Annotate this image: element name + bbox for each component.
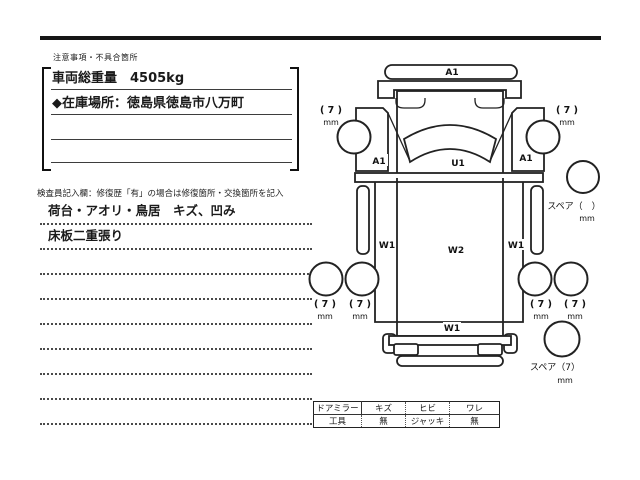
spare-bottom-label: スペア（7） xyxy=(530,362,580,373)
windshield-label: U1 xyxy=(451,159,465,169)
inspector-line: 床板二重張り xyxy=(40,225,312,250)
rear-left-outer-tread-unit: mm xyxy=(317,312,333,321)
notes-blank-row xyxy=(51,115,292,140)
rear-left-outer-tread: ( 7 ) xyxy=(314,299,336,310)
left-door-line xyxy=(387,112,410,160)
label-mask xyxy=(507,239,525,250)
front-right-tread-unit: mm xyxy=(559,118,575,127)
rear-right-inner-tread: ( 7 ) xyxy=(530,299,552,310)
inspector-line xyxy=(40,375,312,400)
label-mask xyxy=(446,244,466,255)
headboard-shape xyxy=(354,172,544,183)
front-left-tread: ( 7 ) xyxy=(320,105,342,116)
right-fender-label: A1 xyxy=(519,154,532,164)
notes-blank-row xyxy=(51,140,292,163)
table-row: ドアミラー キズ ヒビ ワレ xyxy=(314,401,500,415)
top-rule xyxy=(40,36,601,40)
inspector-line xyxy=(40,300,312,325)
rear-left-inner-wheel xyxy=(344,261,380,297)
label-mask xyxy=(517,151,535,163)
cell-door-mirror: ドアミラー xyxy=(316,404,359,414)
rear-left-inner-tread: ( 7 ) xyxy=(349,299,371,310)
cab-corner-right xyxy=(474,98,505,109)
truck-condition-diagram: A1 U1 A1 A1 W1 W1 W2 W1 xyxy=(308,64,601,385)
bed-floor-label: W2 xyxy=(448,246,464,256)
inspector-line xyxy=(40,250,312,275)
label-mask xyxy=(438,66,466,78)
windshield-shape xyxy=(402,124,498,164)
front-left-tread-unit: mm xyxy=(323,118,339,127)
rear-left-lamp xyxy=(393,343,419,356)
inspector-entries: 荷台・アオリ・鳥居 キズ、凹み 床板二重張り xyxy=(40,200,312,425)
front-left-wheel xyxy=(336,119,372,155)
spare-tire-bottom xyxy=(543,320,581,358)
rear-left-inner-tread-unit: mm xyxy=(352,312,368,321)
cell-scratch: キズ xyxy=(361,401,406,415)
spare-tire-top xyxy=(566,160,600,194)
cab-corner-left xyxy=(395,98,426,109)
rear-right-inner-wheel xyxy=(517,261,553,297)
rear-right-lamp xyxy=(477,343,503,356)
rear-right-inner-tread-unit: mm xyxy=(533,312,549,321)
label-mask xyxy=(378,239,396,250)
gross-weight-row: 車両総重量 4505kg xyxy=(51,68,292,90)
inspector-line: 荷台・アオリ・鳥居 キズ、凹み xyxy=(40,200,312,225)
tail-gate-label: W1 xyxy=(444,324,460,334)
inspector-line xyxy=(40,400,312,425)
notes-box-bracket-right xyxy=(290,67,299,171)
spare-top-label: スペア（ ） xyxy=(547,201,600,212)
stock-location-row: ◆在庫場所：徳島県徳島市八万町 xyxy=(51,90,292,115)
rear-left-outer-wheel xyxy=(308,261,344,297)
table-row: 工具 無 ジャッキ 無 xyxy=(313,414,500,428)
left-fender-label: A1 xyxy=(372,157,385,167)
left-gate-label: W1 xyxy=(379,241,395,251)
front-panel-shape xyxy=(377,80,522,99)
right-door-line xyxy=(490,112,513,160)
right-gate-label: W1 xyxy=(508,241,524,251)
notes-box-header: 注意事項・不具合箇所 xyxy=(53,53,138,62)
cell-tools: 工具 xyxy=(313,414,362,428)
left-gate-shape xyxy=(356,185,370,255)
inspector-line xyxy=(40,275,312,300)
condition-table: ドアミラー キズ ヒビ ワレ 工具 無 ジャッキ 無 xyxy=(313,401,500,428)
cell-jack: ジャッキ xyxy=(405,414,450,428)
notes-box: 車両総重量 4505kg ◆在庫場所：徳島県徳島市八万町 xyxy=(51,68,292,163)
front-right-tread: ( 7 ) xyxy=(556,105,578,116)
rear-right-outer-wheel xyxy=(553,261,589,297)
notes-box-bracket-left xyxy=(42,67,51,171)
inspector-line xyxy=(40,350,312,375)
rear-crossbar xyxy=(388,335,512,346)
cell-jack-value: 無 xyxy=(449,414,500,428)
label-mask xyxy=(447,157,469,168)
rear-right-outer-tread-unit: mm xyxy=(567,312,583,321)
label-mask xyxy=(370,154,388,166)
label-mask xyxy=(443,322,461,333)
cell-tools-value: 無 xyxy=(361,414,406,428)
rear-bumper-shape xyxy=(396,355,504,367)
front-right-wheel xyxy=(525,119,561,155)
rear-right-outer-tread: ( 7 ) xyxy=(564,299,586,310)
inspector-line xyxy=(40,325,312,350)
right-gate-shape xyxy=(530,185,544,255)
cell-crack: ヒビ xyxy=(405,401,450,415)
bed-inner-outline xyxy=(396,178,504,337)
cell-break: ワレ xyxy=(449,401,500,415)
spare-bottom-unit: mm xyxy=(557,376,573,385)
spare-top-unit: mm xyxy=(579,214,595,223)
inspector-caption: 検査員記入欄：修復歴「有」の場合は修復箇所・交換箇所を記入 xyxy=(37,189,284,199)
front-bumper-label: A1 xyxy=(445,68,458,78)
